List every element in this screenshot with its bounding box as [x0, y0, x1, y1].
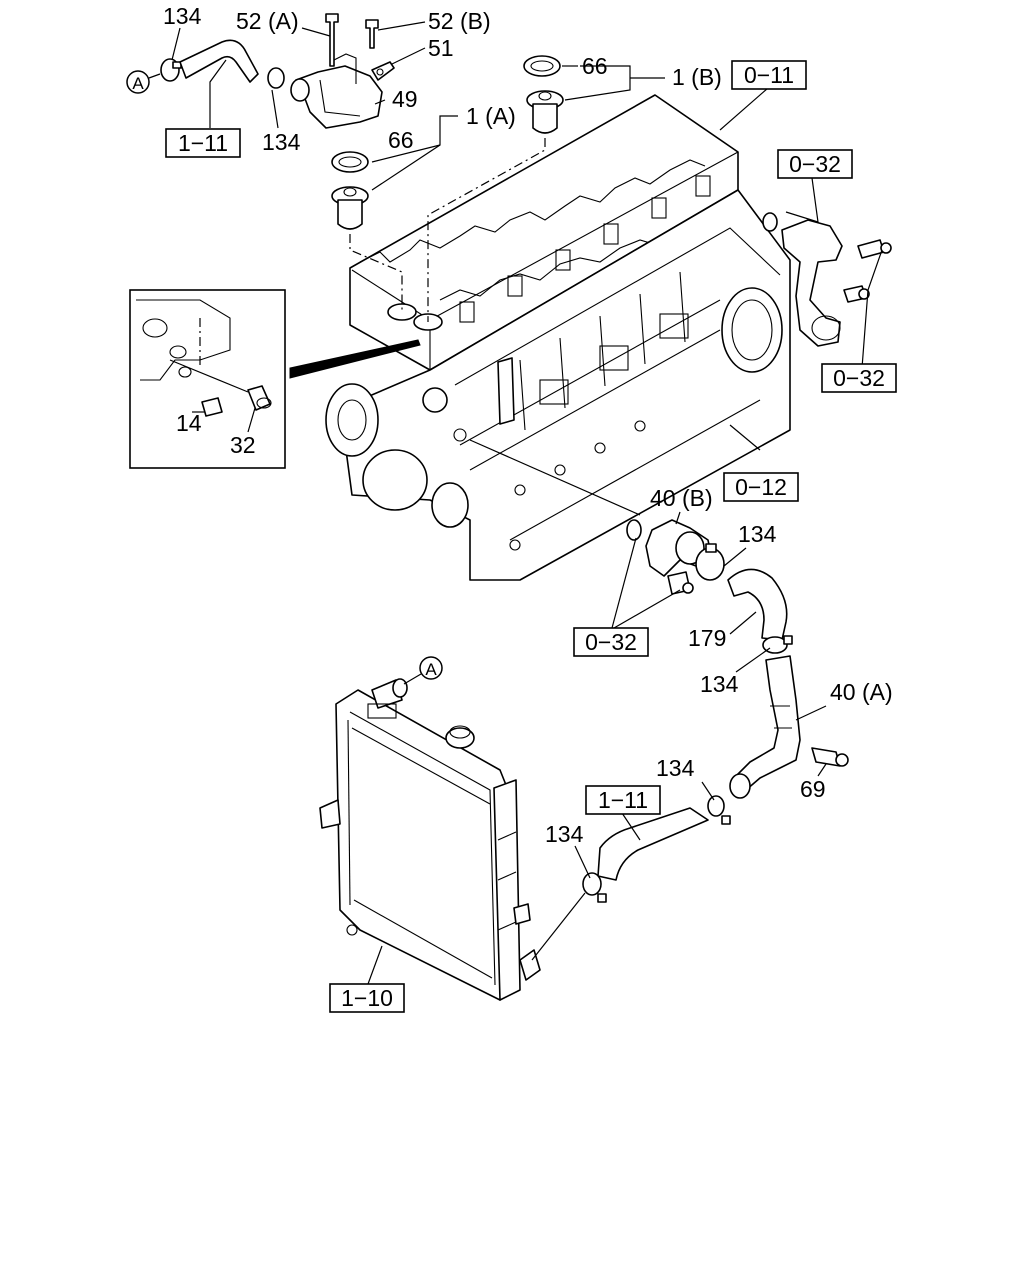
callout-14: 14	[176, 410, 202, 436]
callout-1b: 1 (B)	[672, 64, 722, 90]
callout-179: 179	[688, 625, 726, 651]
callout-134-radiator: 134	[545, 821, 584, 847]
marker-a-radiator	[419, 656, 443, 680]
ref-box-1-11-top: 1−11	[165, 128, 241, 158]
svg-text:0−12: 0−12	[735, 474, 787, 500]
callout-51: 51	[428, 35, 454, 61]
part-callouts: 134 52 (A) 52 (B) 51 49 134 66 1 (B) 1 (…	[163, 3, 893, 847]
leader-lines	[171, 21, 883, 985]
ref-box-1-11-low: 1−11	[585, 785, 661, 815]
callout-134-housing: 134	[262, 129, 301, 155]
callout-134-top: 134	[163, 3, 202, 29]
engine-assembly	[325, 94, 791, 581]
ref-box-0-32-right: 0−32	[821, 363, 897, 393]
svg-text:1−10: 1−10	[341, 985, 393, 1011]
ref-box-0-32-low: 0−32	[573, 627, 649, 657]
thermostat-set	[331, 55, 564, 322]
radiator: A	[319, 656, 586, 1001]
callout-40b: 40 (B)	[650, 485, 713, 511]
callout-1a: 1 (A)	[466, 103, 516, 129]
callout-40a: 40 (A)	[830, 679, 893, 705]
ref-box-0-11: 0−11	[731, 60, 807, 90]
callout-49: 49	[392, 86, 418, 112]
water-pump-group	[469, 439, 849, 903]
svg-text:0−32: 0−32	[789, 151, 841, 177]
svg-text:1−11: 1−11	[178, 130, 228, 156]
svg-text:0−32: 0−32	[833, 365, 885, 391]
callout-66-mid: 66	[388, 127, 414, 153]
svg-text:0−32: 0−32	[585, 629, 637, 655]
callout-69: 69	[800, 776, 826, 802]
svg-text:0−11: 0−11	[744, 62, 794, 88]
ref-box-0-12: 0−12	[723, 472, 799, 502]
callout-66-top: 66	[582, 53, 608, 79]
svg-text:1−11: 1−11	[598, 787, 648, 813]
thermostat-housing-group: A	[126, 13, 395, 129]
reference-boxes: 0−11 0−32 0−32 0−12 0−32 1−11 1−11 1−10	[165, 60, 897, 1013]
inset-detail-drain-plug	[129, 289, 421, 469]
callout-52a: 52 (A)	[236, 8, 299, 34]
marker-a-radiator-label: A	[425, 660, 437, 679]
marker-a-top-label: A	[132, 74, 144, 93]
water-outlet-pipe	[762, 212, 892, 347]
ref-box-1-10: 1−10	[329, 983, 405, 1013]
callout-134-lower: 134	[656, 755, 695, 781]
callout-134-pipe: 134	[700, 671, 739, 697]
callout-52b: 52 (B)	[428, 8, 491, 34]
marker-a-top	[126, 70, 150, 94]
callout-134-pump: 134	[738, 521, 777, 547]
callout-32: 32	[230, 432, 256, 458]
ref-box-0-32-top: 0−32	[777, 149, 853, 179]
